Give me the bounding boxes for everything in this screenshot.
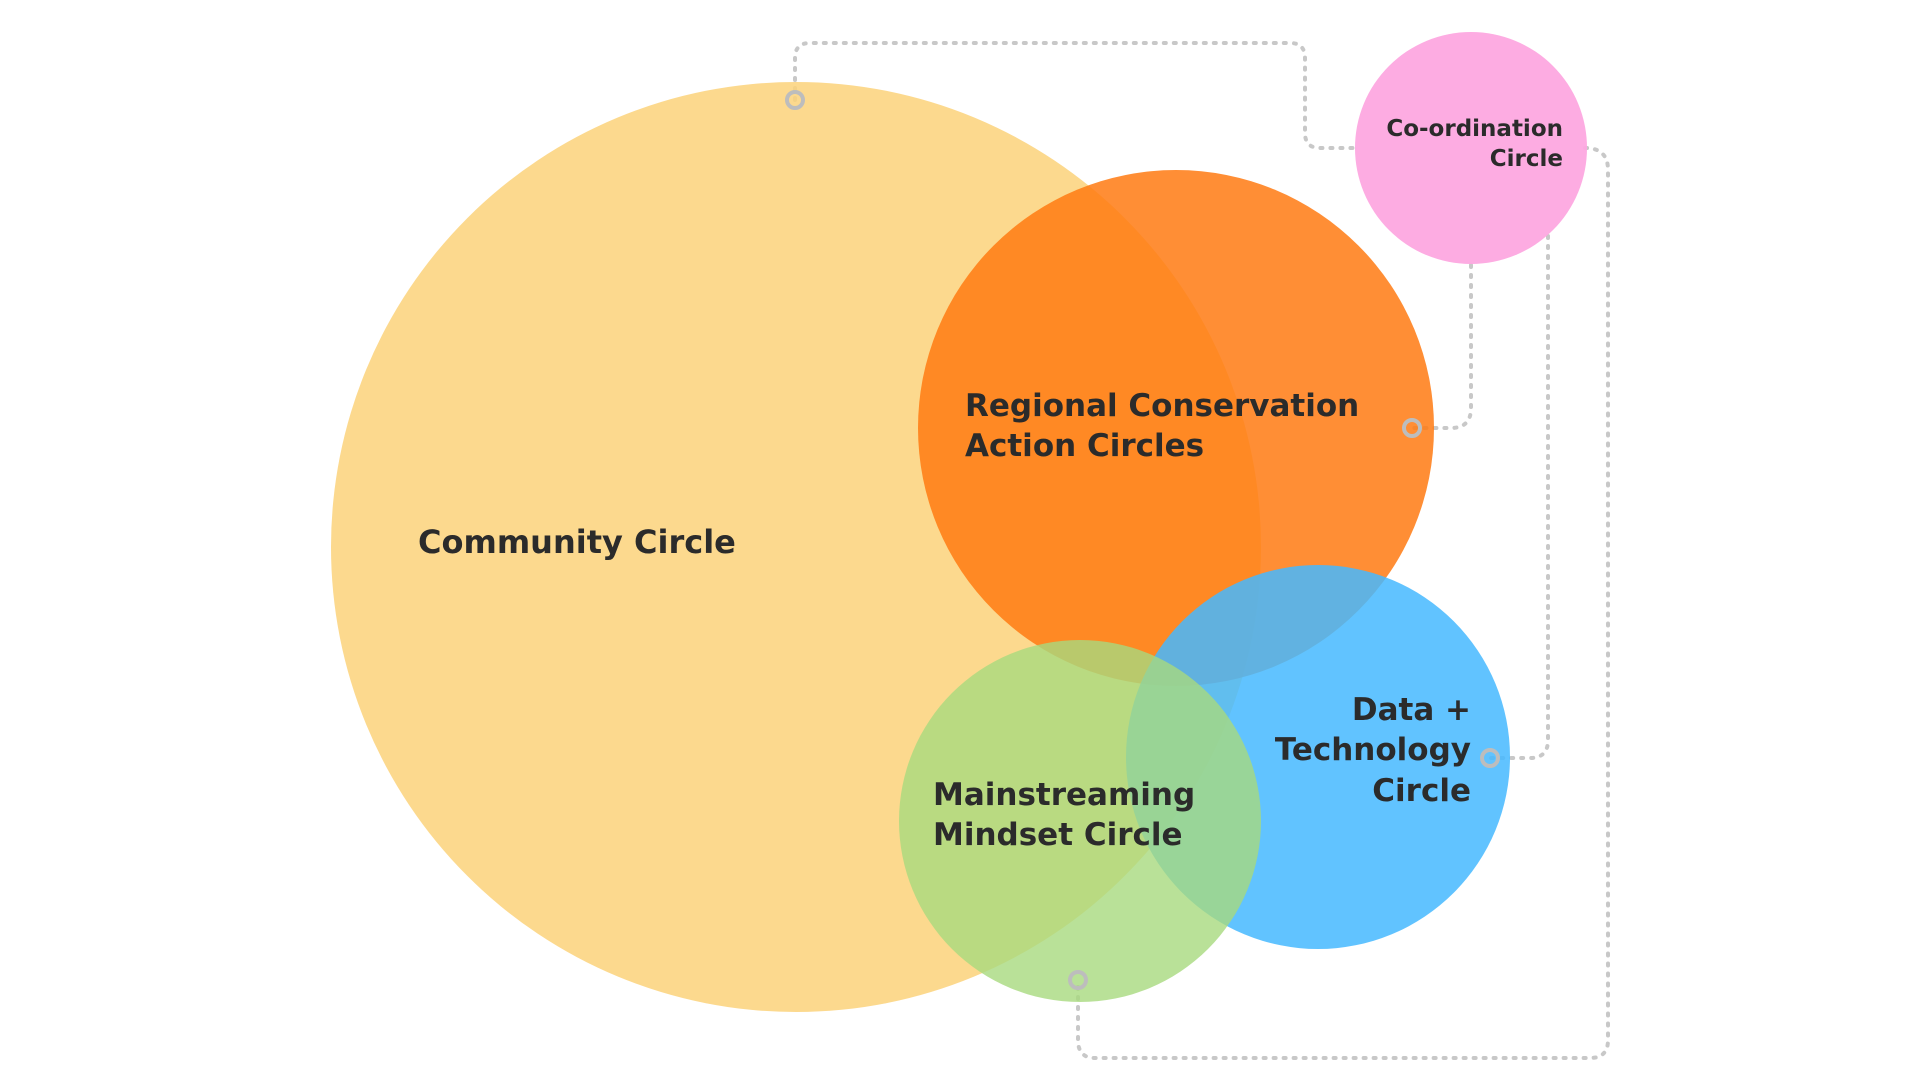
community-label-line: Community Circle — [418, 523, 736, 561]
connector-coordination-mainstreaming — [1076, 146, 1610, 1060]
mainstreaming-circle — [899, 640, 1261, 1002]
mainstreaming-label-line-1: Mainstreaming — [933, 777, 1196, 813]
connector-community-coordination — [793, 41, 1357, 150]
community-circle-label: Community Circle — [418, 522, 736, 564]
coordination-circle-label: Co-ordination Circle — [1330, 115, 1563, 175]
data-label-line-3: Circle — [1372, 772, 1471, 809]
connector-coordination-data — [1488, 234, 1550, 760]
mainstreaming-label-line-2: Mindset Circle — [933, 817, 1183, 854]
connector-node-community — [785, 90, 805, 110]
coordination-label-line-1: Co-ordination — [1386, 116, 1563, 142]
mainstreaming-circle-label: Mainstreaming Mindset Circle — [933, 775, 1195, 856]
regional-label-line-2: Action Circles — [965, 428, 1205, 465]
coordination-circle — [1355, 32, 1587, 264]
data-circle-label: Data + Technology Circle — [1235, 690, 1471, 811]
connector-coordination-regional — [1410, 263, 1473, 430]
connector-nodes — [785, 90, 1500, 990]
data-label-line-1: Data + — [1351, 692, 1471, 728]
connector-node-mainstreaming — [1068, 970, 1088, 990]
regional-circle — [918, 170, 1434, 686]
regional-label-line-1: Regional Conservation — [965, 388, 1360, 424]
connector-node-regional — [1402, 418, 1422, 438]
regional-circle-label: Regional Conservation Action Circles — [965, 386, 1359, 467]
data-label-line-2: Technology — [1274, 732, 1471, 769]
connector-lines — [793, 41, 1610, 1060]
connector-node-data — [1480, 748, 1500, 768]
coordination-label-line-2: Circle — [1489, 145, 1563, 172]
